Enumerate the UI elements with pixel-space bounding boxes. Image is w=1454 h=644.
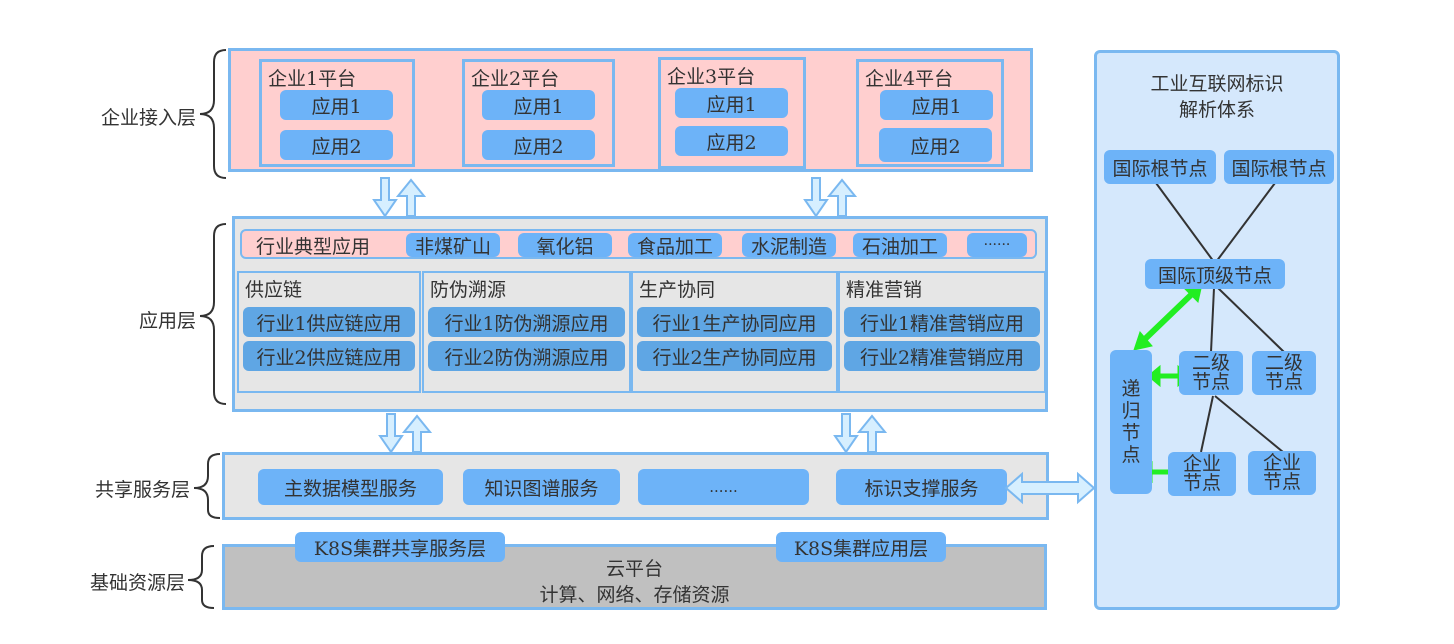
enterprise-platform-2[interactable]: 企业2平台 应用1 应用2: [462, 59, 615, 167]
column-title: 生产协同: [639, 279, 716, 301]
down-arrow-left-top: [372, 177, 398, 218]
enterprise-platform-1[interactable]: 企业1平台 应用1 应用2: [259, 59, 415, 167]
platform-app-2[interactable]: 应用2: [280, 130, 393, 160]
identifier-title-line2: 解析体系: [1178, 99, 1255, 121]
node-text-line1: 企业: [1262, 452, 1301, 474]
platform-app-2[interactable]: 应用2: [482, 130, 595, 160]
app-column-anti-counterfeit: 防伪溯源 行业1防伪溯源应用 行业2防伪溯源应用: [422, 271, 631, 393]
up-arrow-right-mid: [856, 414, 888, 453]
platform-app-1[interactable]: 应用1: [880, 90, 993, 120]
down-arrow-right-top: [803, 177, 829, 218]
service-knowledge-graph[interactable]: 知识图谱服务: [463, 469, 620, 505]
platform-app-1[interactable]: 应用1: [280, 90, 393, 120]
platform-title: 企业2平台: [471, 68, 560, 90]
brace-enterprise-access: [199, 49, 227, 179]
platform-title: 企业3平台: [667, 66, 756, 88]
industry-row-label: 行业典型应用: [256, 236, 371, 258]
platform-title: 企业4平台: [865, 68, 954, 90]
brace-base-resource: [187, 545, 215, 609]
node-text-line1: 二级: [1264, 352, 1303, 374]
enterprise-platform-3[interactable]: 企业3平台 应用1 应用2: [658, 57, 806, 169]
column-app-2[interactable]: 行业2供应链应用: [243, 341, 415, 371]
secondary-node-1[interactable]: 二级 节点: [1179, 351, 1243, 395]
node-text-line2: 节点: [1191, 371, 1230, 393]
layer-label-base-resource: 基础资源层: [89, 572, 185, 594]
k8s-shared-service-tag[interactable]: K8S集群共享服务层: [295, 532, 505, 562]
layer-label-enterprise-access: 企业接入层: [100, 107, 196, 129]
cloud-platform-subtitle: 计算、网络、存储资源: [539, 584, 730, 606]
column-app-2[interactable]: 行业2生产协同应用: [637, 341, 832, 371]
column-app-1[interactable]: 行业1精准营销应用: [844, 307, 1040, 337]
column-app-2[interactable]: 行业2精准营销应用: [844, 341, 1040, 371]
application-panel: 行业典型应用 非煤矿山 氧化铝 食品加工 水泥制造 石油加工 ······ 供应…: [232, 216, 1048, 412]
node-text-line2: 节点: [1262, 471, 1301, 493]
layer-label-shared-service: 共享服务层: [94, 479, 190, 501]
node-text-line2: 节点: [1182, 472, 1221, 494]
node-text-line2: 节点: [1264, 371, 1303, 393]
recursive-node-char: 归: [1121, 400, 1141, 422]
shared-service-panel: 主数据模型服务 知识图谱服务 ...... 标识支撑服务: [222, 452, 1049, 520]
service-master-data-model[interactable]: 主数据模型服务: [258, 469, 443, 505]
down-arrow-right-mid: [833, 413, 859, 454]
app-column-supply-chain: 供应链 行业1供应链应用 行业2供应链应用: [237, 271, 421, 393]
enterprise-node-1[interactable]: 企业 节点: [1168, 452, 1236, 496]
industry-typical-apps-row: 行业典型应用 非煤矿山 氧化铝 食品加工 水泥制造 石油加工 ······: [240, 229, 1037, 259]
service-identifier-support[interactable]: 标识支撑服务: [836, 469, 1007, 505]
recursive-node-char: 递: [1121, 378, 1141, 400]
service-more[interactable]: ......: [638, 469, 809, 505]
industry-item-food-processing[interactable]: 食品加工: [628, 233, 722, 258]
identifier-title-line1: 工业互联网标识: [1150, 73, 1284, 95]
industry-item-non-coal-mine[interactable]: 非煤矿山: [406, 233, 500, 258]
recursive-node-char: 节: [1121, 422, 1141, 444]
cloud-platform-title: 云平台: [605, 558, 663, 580]
column-title: 防伪溯源: [430, 279, 507, 301]
top-level-node[interactable]: 国际顶级节点: [1145, 259, 1285, 289]
down-arrow-left-mid: [378, 413, 404, 454]
industry-item-more[interactable]: ······: [967, 233, 1027, 257]
up-arrow-left-top: [395, 178, 427, 217]
column-app-2[interactable]: 行业2防伪溯源应用: [428, 341, 625, 371]
recursive-node[interactable]: 递 归 节 点: [1110, 350, 1152, 494]
brace-application: [199, 223, 227, 405]
enterprise-access-panel: 企业1平台 应用1 应用2 企业2平台 应用1 应用2 企业3平台 应用1 应用…: [228, 48, 1033, 172]
app-column-production-collab: 生产协同 行业1生产协同应用 行业2生产协同应用: [631, 271, 838, 393]
brace-shared-service: [193, 453, 221, 519]
industry-item-cement[interactable]: 水泥制造: [742, 233, 836, 258]
layer-label-application: 应用层: [138, 310, 196, 332]
platform-title: 企业1平台: [268, 68, 357, 90]
platform-app-2[interactable]: 应用2: [879, 128, 992, 162]
secondary-node-2[interactable]: 二级 节点: [1252, 351, 1316, 395]
recursive-node-char: 点: [1121, 444, 1141, 466]
column-title: 供应链: [245, 279, 303, 301]
industry-item-petroleum[interactable]: 石油加工: [853, 233, 947, 258]
column-app-1[interactable]: 行业1供应链应用: [243, 307, 415, 337]
enterprise-node-2[interactable]: 企业 节点: [1248, 451, 1316, 495]
node-text-line1: 企业: [1182, 453, 1221, 475]
app-column-precision-marketing: 精准营销 行业1精准营销应用 行业2精准营销应用: [838, 271, 1046, 393]
up-arrow-left-mid: [401, 414, 433, 453]
root-node-1[interactable]: 国际根节点: [1104, 150, 1216, 184]
industry-item-alumina[interactable]: 氧化铝: [518, 233, 612, 258]
column-title: 精准营销: [846, 279, 923, 301]
identifier-system-panel: 工业互联网标识 解析体系: [1094, 50, 1340, 610]
platform-app-1[interactable]: 应用1: [675, 88, 788, 118]
enterprise-platform-4[interactable]: 企业4平台 应用1 应用2: [856, 59, 1004, 167]
platform-app-2[interactable]: 应用2: [675, 126, 788, 156]
node-text-line1: 二级: [1191, 352, 1230, 374]
column-app-1[interactable]: 行业1防伪溯源应用: [428, 307, 625, 337]
k8s-application-tag[interactable]: K8S集群应用层: [776, 532, 946, 562]
column-app-1[interactable]: 行业1生产协同应用: [637, 307, 832, 337]
root-node-2[interactable]: 国际根节点: [1224, 150, 1334, 184]
up-arrow-right-top: [826, 178, 858, 217]
platform-app-1[interactable]: 应用1: [482, 90, 595, 120]
